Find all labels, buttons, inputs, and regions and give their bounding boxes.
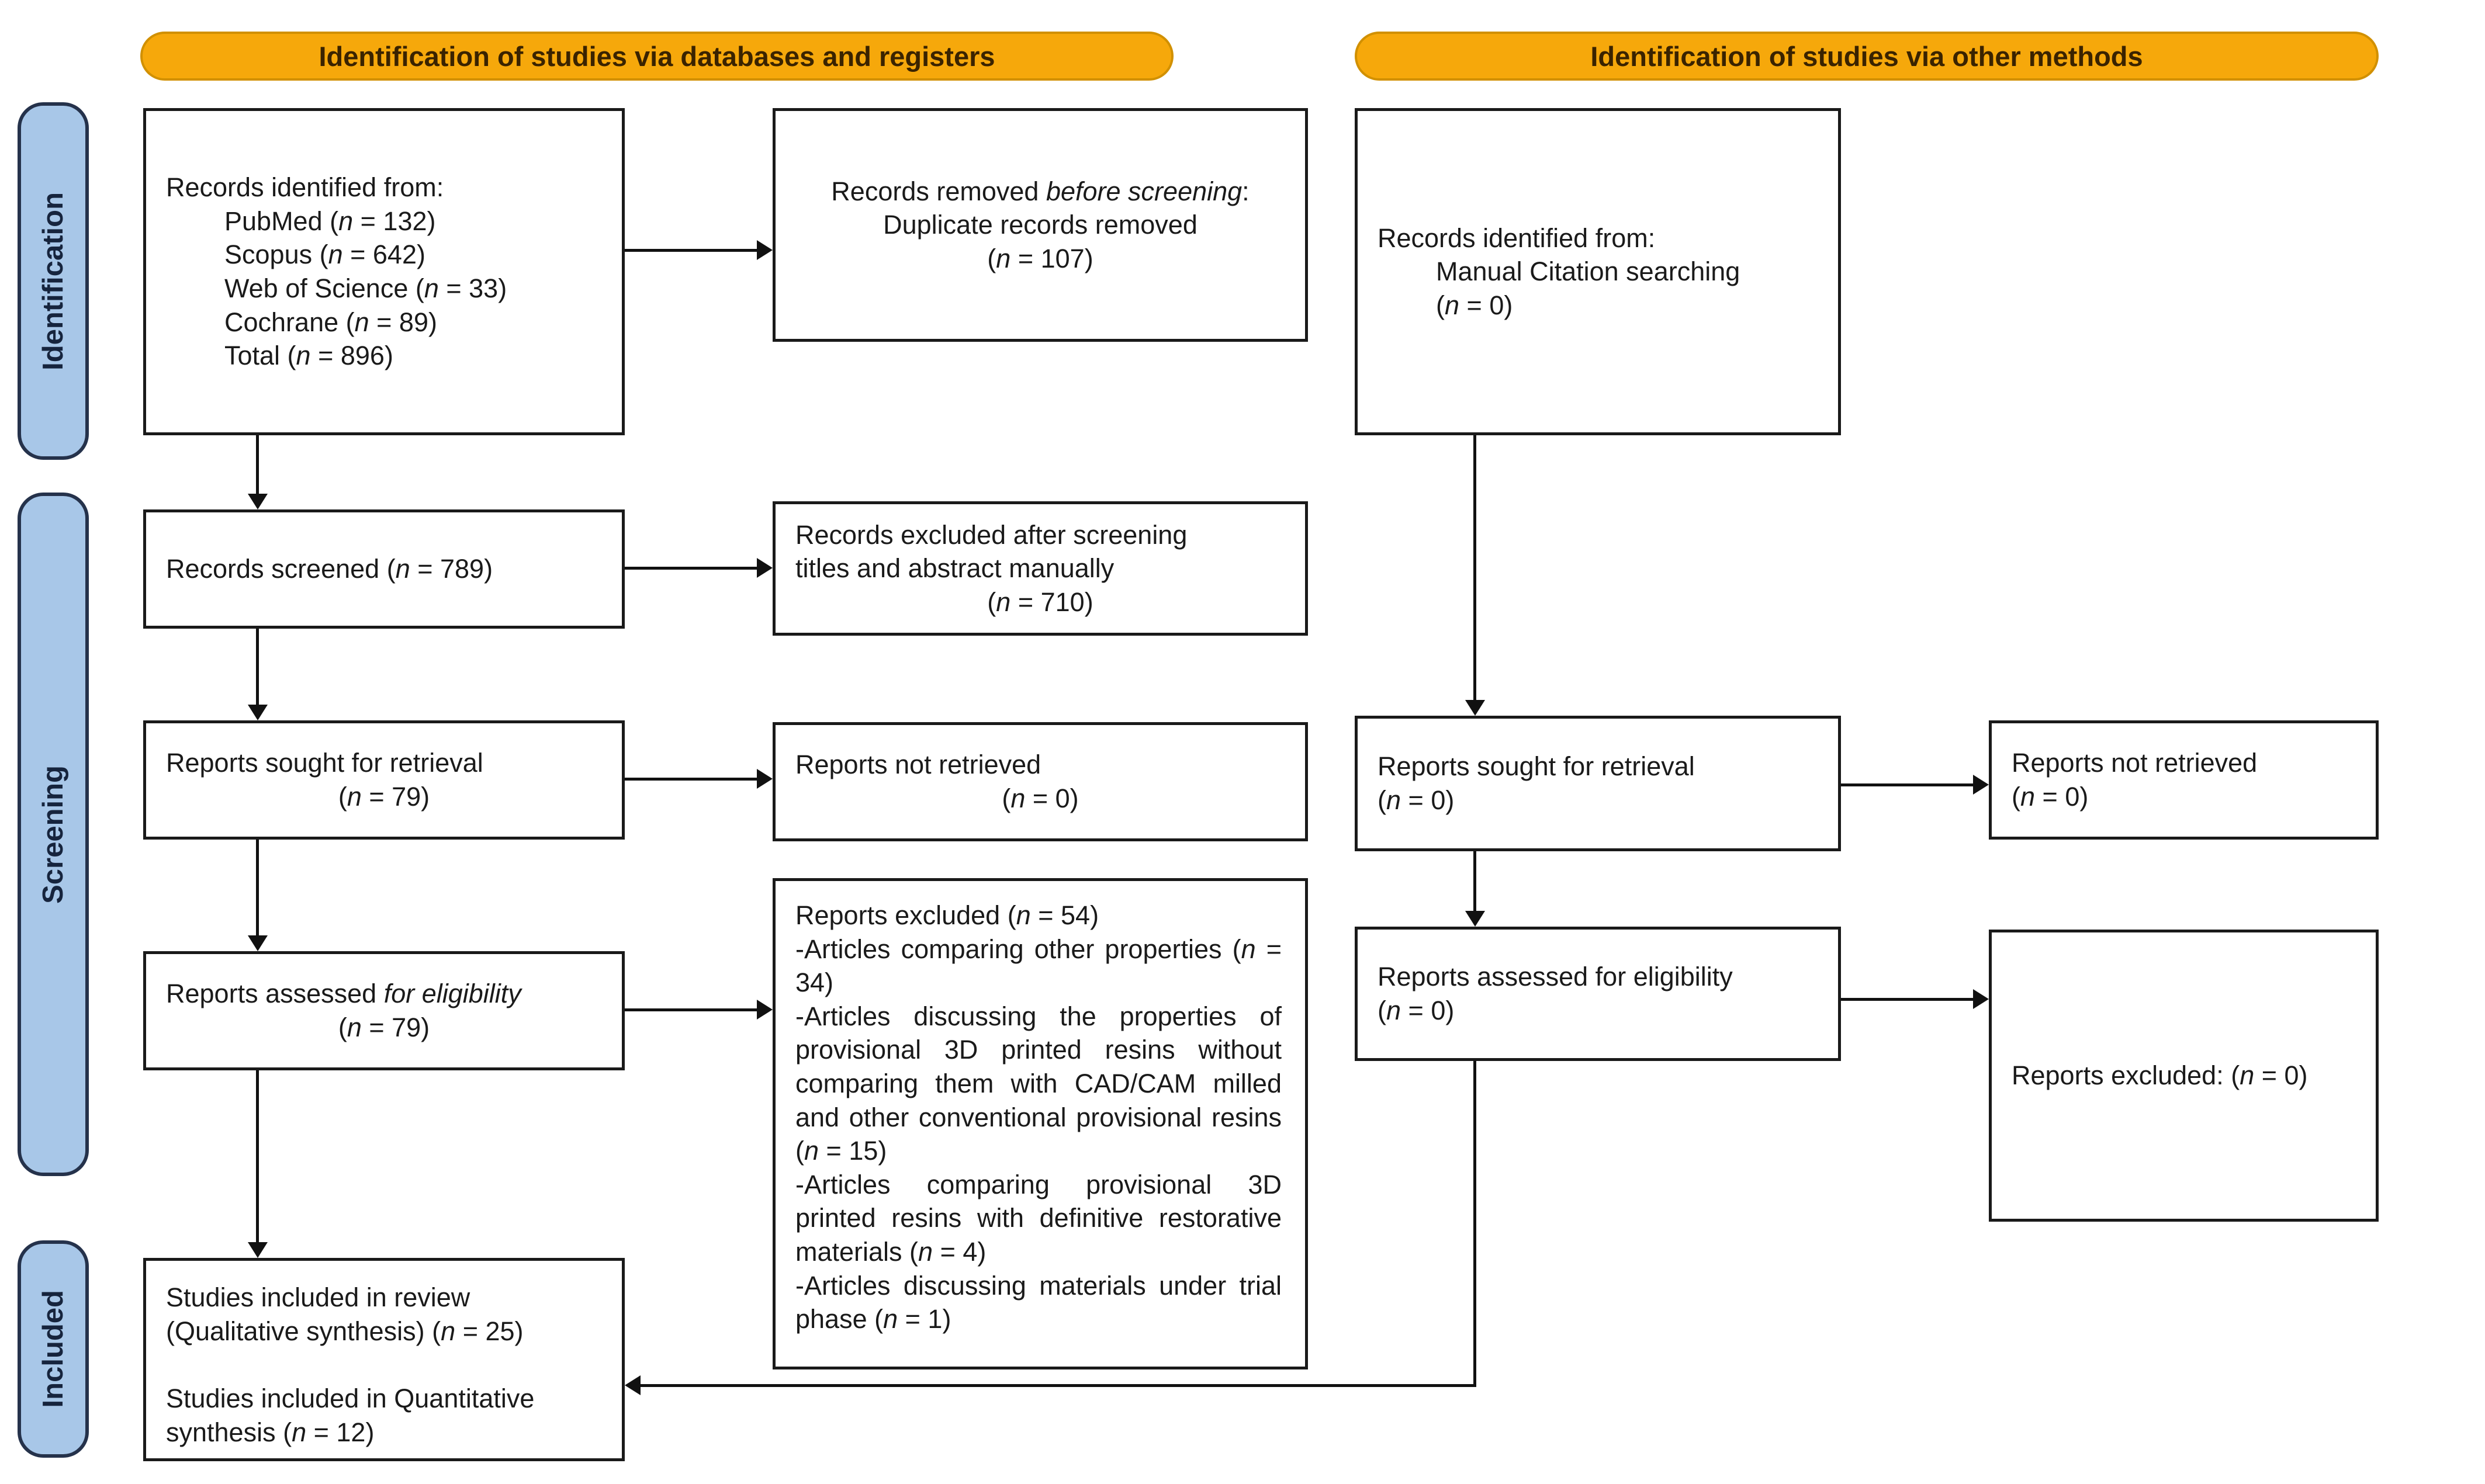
connector-line (625, 249, 759, 252)
box-line: -Articles comparing provisional 3D print… (795, 1169, 1282, 1267)
connector-line (256, 1070, 259, 1244)
arrowhead-down (1465, 911, 1485, 927)
box-line: -Articles discussing materials under tri… (795, 1270, 1282, 1334)
column-header-other-methods: Identification of studies via other meth… (1355, 32, 2379, 81)
box-other-reports-excluded: Reports excluded: (n = 0) (1989, 930, 2379, 1222)
box-line: Records identified from: (1378, 223, 1656, 253)
box-other-reports-assessed: Reports assessed for eligibility (n = 0) (1355, 927, 1841, 1061)
box-studies-included: Studies included in review (Qualitative … (143, 1258, 625, 1461)
phase-label-included: Included (18, 1240, 89, 1458)
box-line: Reports assessed for eligibility (1378, 962, 1733, 992)
box-line: Reports not retrieved (795, 750, 1041, 780)
box-line: Reports excluded: (n = 0) (2012, 1060, 2308, 1091)
arrowhead-right (757, 240, 773, 260)
column-header-other-methods-label: Identification of studies via other meth… (1590, 40, 2143, 72)
box-line: (n = 107) (987, 243, 1093, 273)
box-line: Reports excluded (n = 54) (795, 900, 1099, 930)
connector-line (625, 567, 759, 570)
box-line: Reports sought for retrieval (166, 748, 483, 778)
arrowhead-down (248, 935, 268, 951)
arrowhead-down (1465, 700, 1485, 716)
box-records-identified-other: Records identified from: Manual Citation… (1355, 108, 1841, 435)
connector-line (640, 1384, 1476, 1387)
box-reports-sought-retrieval: Reports sought for retrieval (n = 79) (143, 720, 625, 840)
arrowhead-right (1973, 775, 1989, 795)
box-line: Scopus (n = 642) (224, 240, 425, 270)
arrowhead-down (248, 705, 268, 720)
box-line: (n = 79) (338, 782, 430, 812)
connector-line (625, 778, 759, 781)
box-reports-excluded-reasons: Reports excluded (n = 54) -Articles comp… (773, 878, 1308, 1369)
box-records-removed-before-screening: Records removed before screening: Duplic… (773, 108, 1308, 342)
box-line: (n = 79) (338, 1013, 430, 1042)
box-records-screened: Records screened (n = 789) (143, 509, 625, 629)
box-line: (n = 0) (1002, 783, 1079, 813)
arrowhead-down (248, 494, 268, 509)
box-reports-assessed-eligibility: Reports assessed for eligibility (n = 79… (143, 951, 625, 1070)
box-line: Records screened (n = 789) (166, 554, 493, 584)
connector-line (256, 435, 259, 495)
box-line: Duplicate records removed (883, 210, 1197, 240)
connector-line (256, 840, 259, 937)
arrowhead-down (248, 1242, 268, 1258)
connector-line (1841, 783, 1974, 786)
box-line: Reports sought for retrieval (1378, 751, 1695, 782)
box-line: Web of Science (n = 33) (224, 273, 507, 303)
box-line: PubMed (n = 132) (224, 206, 436, 236)
box-line: (n = 0) (1378, 996, 1455, 1025)
box-line: -Articles comparing other properties (n … (795, 934, 1282, 998)
column-header-databases-label: Identification of studies via databases … (319, 40, 995, 72)
connector-line (256, 629, 259, 706)
box-line: (n = 0) (1436, 290, 1513, 320)
box-line: Cochrane (n = 89) (224, 307, 437, 337)
column-header-databases: Identification of studies via databases … (140, 32, 1174, 81)
box-other-reports-not-retrieved: Reports not retrieved (n = 0) (1989, 720, 2379, 840)
box-line: -Articles discussing the properties of p… (795, 1001, 1282, 1166)
box-line: Reports not retrieved (2012, 748, 2258, 778)
box-line: (n = 710) (987, 587, 1093, 617)
box-line: (n = 0) (1378, 785, 1455, 815)
arrowhead-right (757, 1000, 773, 1020)
connector-line (1841, 998, 1974, 1001)
box-line: Total (n = 896) (224, 341, 393, 371)
box-reports-not-retrieved: Reports not retrieved (n = 0) (773, 722, 1308, 841)
box-records-excluded-screening: Records excluded after screening titles … (773, 501, 1308, 636)
box-paragraph: Studies included in review (Qualitative … (166, 1282, 524, 1346)
box-line: (n = 0) (2012, 782, 2089, 812)
phase-label-screening: Screening (18, 493, 89, 1176)
box-line: Reports assessed for eligibility (166, 979, 521, 1009)
box-line: Records excluded after screening (795, 519, 1188, 550)
connector-line (1473, 851, 1476, 913)
box-other-reports-sought: Reports sought for retrieval (n = 0) (1355, 716, 1841, 851)
box-line: Records removed before screening: (831, 176, 1250, 206)
arrowhead-left (625, 1375, 641, 1395)
arrowhead-right (757, 558, 773, 578)
box-line: Records identified from: (166, 172, 444, 203)
box-line: titles and abstract manually (795, 553, 1115, 584)
box-line: Manual Citation searching (1436, 256, 1740, 287)
arrowhead-right (757, 769, 773, 789)
box-paragraph: Studies included in Quantitative synthes… (166, 1384, 535, 1447)
connector-line (1473, 1061, 1476, 1387)
box-records-identified-databases: Records identified from: PubMed (n = 132… (143, 108, 625, 435)
connector-line (1473, 435, 1476, 702)
phase-label-identification: Identification (18, 102, 89, 460)
arrowhead-right (1973, 989, 1989, 1009)
connector-line (625, 1008, 759, 1011)
